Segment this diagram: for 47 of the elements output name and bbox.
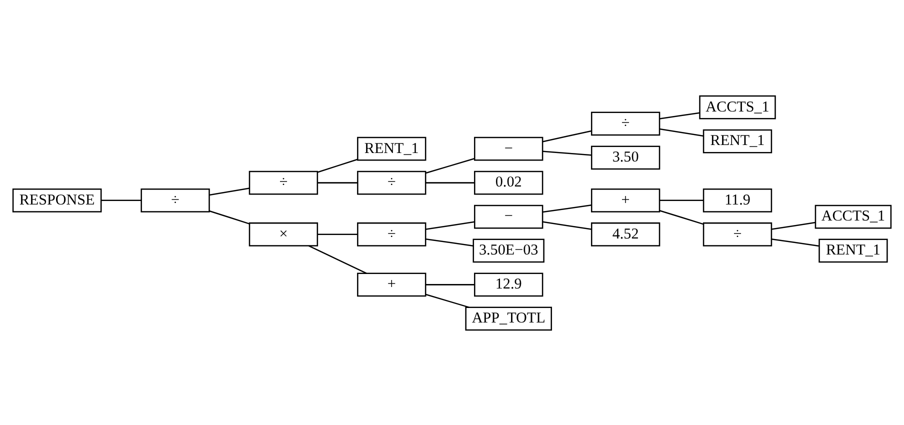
connector [542,220,592,230]
node-box: ÷ [357,222,426,246]
node-box: ÷ [357,170,426,194]
connector [659,210,704,224]
node-box: 4.52 [590,222,660,246]
node-box: 3.50 [590,145,660,170]
node-box: + [357,272,426,296]
connector [209,187,250,196]
connector [542,150,592,156]
connector [660,112,700,119]
connector [660,128,704,136]
connector [426,220,474,230]
node-box: 3.50E−03 [472,238,544,262]
connector [771,221,816,230]
node-box: ACCTS_1 [814,204,892,228]
connector [426,284,474,285]
connector [308,244,367,274]
connector [426,182,474,183]
connector [317,158,358,172]
node-box: RESPONSE [12,188,102,212]
connector [542,130,592,142]
connector [426,158,474,174]
connector [771,238,819,246]
connector [209,210,250,224]
node-box: RENT_1 [702,128,772,153]
connector [426,293,470,308]
connector [426,238,474,246]
node-box: APP_TOTL [465,306,552,330]
node-box: 0.02 [474,170,544,194]
node-box: 11.9 [702,188,772,212]
node-box: RENT_1 [818,238,888,262]
node-box: × [248,222,318,246]
node-box: ÷ [702,222,772,246]
node-box: ÷ [140,188,210,212]
node-box: + [590,188,660,212]
node-box: 12.9 [474,272,544,296]
node-box: ACCTS_1 [699,94,776,119]
node-box: ÷ [590,111,660,136]
node-box: − [474,136,544,160]
node-box: − [474,204,544,228]
connector [542,204,592,212]
connector [318,182,358,183]
node-box: ÷ [248,170,318,194]
node-box: RENT_1 [357,136,426,160]
connector [660,199,704,201]
connector [101,199,142,201]
connector [318,233,358,234]
